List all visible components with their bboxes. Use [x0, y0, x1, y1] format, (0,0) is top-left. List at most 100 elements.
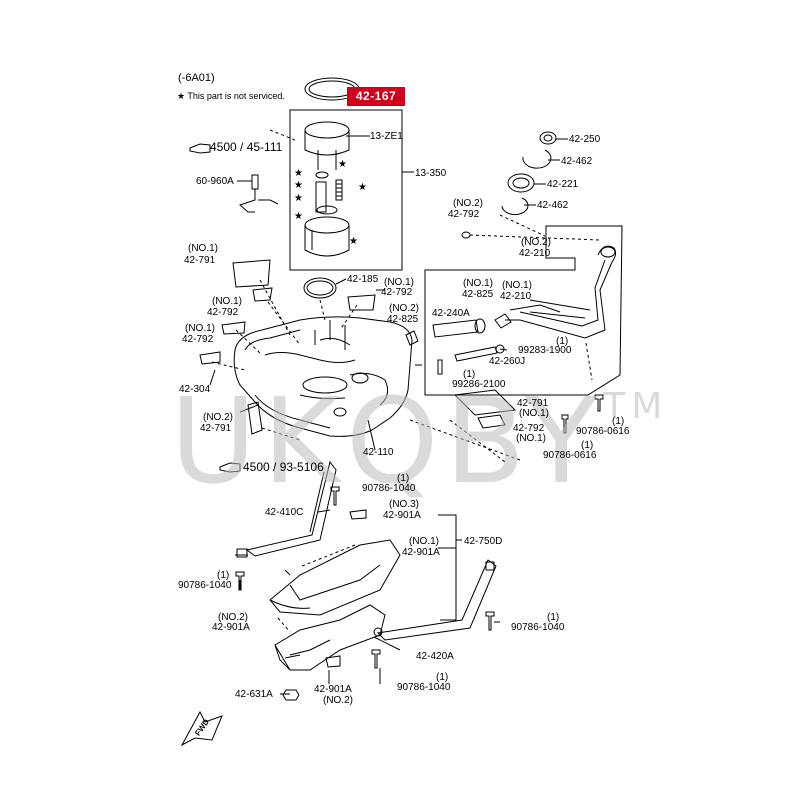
quantity-note: (1)	[612, 416, 625, 427]
part-label: 42-792	[182, 334, 214, 345]
part-label: 42-791	[184, 255, 216, 266]
bolt-90786-0616b	[561, 414, 569, 434]
not-serviced-star-icon: ★	[358, 182, 367, 193]
not-serviced-star-icon: ★	[294, 168, 303, 179]
quantity-note: (1)	[217, 570, 230, 581]
nut-42-631A	[282, 689, 300, 701]
not-serviced-star-icon: ★	[338, 159, 347, 170]
fwd-arrow-icon	[180, 710, 223, 747]
part-label: 90786-0616	[576, 426, 630, 437]
part-label: 42-825	[387, 314, 419, 325]
part-label: 42-462	[537, 200, 569, 211]
filler-pipe-42-210	[494, 245, 617, 339]
part-label: 42-901A	[383, 510, 421, 521]
variant-note: (NO.2)	[521, 237, 551, 248]
pad-42-791-no1	[232, 259, 271, 288]
part-label: 42-210	[500, 291, 532, 302]
section-code: (-6A01)	[178, 72, 215, 84]
part-label: 99286-2100	[452, 379, 506, 390]
part-label: 42-792	[513, 423, 545, 434]
variant-note: (NO.1)	[463, 278, 493, 289]
variant-note: (NO.1)	[185, 323, 215, 334]
pad-42-901A-no3	[349, 509, 367, 520]
quantity-note: (1)	[397, 473, 410, 484]
not-serviced-star-icon: ★	[294, 193, 303, 204]
oring-42-185	[303, 277, 337, 299]
part-label: 42-260J	[489, 356, 526, 367]
part-label: 13-ZE1	[370, 131, 403, 142]
part-label: 42-185	[347, 274, 379, 285]
variant-note: (NO.1)	[502, 280, 532, 291]
lower-cover	[274, 604, 386, 671]
not-serviced-star-icon: ★	[349, 236, 358, 247]
pad-42-792-no1b	[347, 294, 376, 311]
part-label: 42-304	[179, 384, 211, 395]
part-label: 60-960A	[196, 176, 234, 187]
quantity-note: (1)	[436, 672, 449, 683]
filler-pipe-box	[424, 225, 623, 396]
variant-note: (NO.2)	[323, 695, 353, 706]
hose-42-240A	[432, 318, 486, 338]
part-label: 90786-0616	[543, 450, 597, 461]
part-label: 42-792	[381, 287, 413, 298]
bolt-90786-0616a	[594, 394, 604, 412]
highlighted-part-number[interactable]: 42-167	[347, 87, 405, 106]
part-label: 42-825	[462, 289, 494, 300]
pad-42-791-no2	[247, 401, 263, 435]
part-label: 42-901A	[212, 622, 250, 633]
pad-42-901A-no2b	[325, 655, 341, 668]
strap-42-410C	[236, 460, 337, 558]
watermark: UKQBYTM	[170, 372, 669, 510]
reference-link[interactable]: 4500 / 93-5106	[243, 460, 324, 474]
fuel-pump-module	[304, 121, 350, 257]
pad-42-792-no1	[252, 287, 273, 302]
part-label: 90786-1040	[178, 580, 232, 591]
part-label: 42-631A	[235, 689, 273, 700]
part-label: 42-250	[569, 134, 601, 145]
part-label: 13-350	[415, 168, 447, 179]
under-cover	[269, 539, 401, 616]
variant-note: (NO.1)	[384, 277, 414, 288]
quantity-note: (1)	[547, 612, 560, 623]
part-label: 90786-1040	[362, 483, 416, 494]
part-label: 42-420A	[416, 651, 454, 662]
variant-note: (NO.2)	[218, 612, 248, 623]
not-serviced-note: ★ This part is not serviced.	[177, 91, 285, 101]
part-label: 42-792	[448, 209, 480, 220]
quantity-note: (1)	[581, 440, 594, 451]
part-label: 42-240A	[432, 308, 470, 319]
part-label: 99283-1900	[518, 345, 572, 356]
part-label: 42-750D	[464, 536, 503, 547]
not-serviced-star-icon: ★	[294, 180, 303, 191]
variant-note: (NO.1)	[516, 433, 546, 444]
quantity-note: (1)	[463, 369, 476, 380]
variant-note: (NO.1)	[519, 408, 549, 419]
filler-cap-parts	[501, 131, 568, 216]
pad-42-791-no1r	[453, 389, 517, 416]
ref-pointer-icon	[219, 462, 241, 473]
part-label: 42-901A	[314, 684, 352, 695]
pad-42-304	[199, 351, 221, 365]
part-label: 42-791	[517, 398, 549, 409]
variant-note: (NO.1)	[188, 243, 218, 254]
sender-60-960A	[237, 174, 279, 213]
pad-42-792-no1c	[221, 321, 246, 335]
variant-note: (NO.2)	[203, 412, 233, 423]
quantity-note: (1)	[556, 336, 569, 347]
part-label: 42-462	[561, 156, 593, 167]
part-label: 42-221	[547, 179, 579, 190]
strap-42-420A	[373, 559, 497, 641]
part-label: 90786-1040	[397, 682, 451, 693]
part-label: 42-110	[363, 447, 394, 458]
part-label: 42-410C	[265, 507, 304, 518]
clamp-42-825	[405, 330, 419, 346]
part-label: 42-901A	[402, 547, 440, 558]
ref-pointer-icon	[189, 143, 211, 154]
variant-note: (NO.2)	[453, 198, 483, 209]
not-serviced-star-icon: ★	[294, 211, 303, 222]
variant-note: (NO.1)	[409, 536, 439, 547]
reference-link[interactable]: 4500 / 45-111	[210, 140, 283, 154]
pump-module-box	[289, 109, 403, 271]
